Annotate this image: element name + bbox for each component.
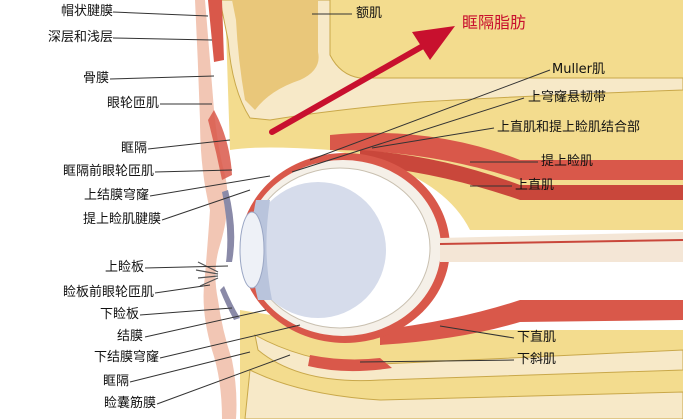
optic-nerve <box>440 232 683 262</box>
eyelashes <box>195 261 219 287</box>
label-inferior-oblique: 下斜肌 <box>517 352 557 367</box>
frontalis-muscle <box>208 0 224 62</box>
inferior-oblique-muscle <box>308 355 392 372</box>
label-inferior-rectus: 下直肌 <box>517 330 557 345</box>
maxilla-bone <box>244 369 683 419</box>
label-rectus-levator-junction: 上直肌和提上睑肌结合部 <box>497 120 641 135</box>
red-arrow-icon <box>269 26 455 135</box>
superior-rectus-muscle <box>360 150 683 200</box>
label-inferior-conjunctival-fornix: 下结膜穹窿 <box>93 350 159 365</box>
label-upper-tarsus: 上睑板 <box>104 260 144 275</box>
label-periosteum: 骨膜 <box>82 71 109 86</box>
label-superior-fornix-ligament: 上穹窿悬韧带 <box>528 90 607 105</box>
inferior-rectus-muscle <box>380 300 683 345</box>
label-preseptal-orbicularis: 眶隔前眼轮匝肌 <box>62 164 154 179</box>
label-levator-aponeurosis: 提上睑肌腱膜 <box>82 212 161 227</box>
leader-lines-left <box>109 11 301 405</box>
label-pretarsal-orbicularis: 睑板前眼轮匝肌 <box>62 285 154 300</box>
label-orbital-septum-lower: 眶隔 <box>102 374 129 389</box>
label-conjunctiva: 结膜 <box>116 329 143 344</box>
label-superior-conjunctival-fornix: 上结膜穹窿 <box>83 188 149 203</box>
frontal-bone-inner <box>232 0 319 110</box>
frontal-bone <box>219 0 683 121</box>
orbicularis-upper <box>208 110 232 180</box>
skin-surface <box>195 0 237 419</box>
eyeball-icon <box>239 153 683 343</box>
label-galea-aponeurotica: 帽状腱膜 <box>60 4 113 19</box>
label-deep-superficial-layers: 深层和浅层 <box>47 30 113 45</box>
lower-tarsus <box>220 286 240 320</box>
label-orbicularis-oculi: 眼轮匝肌 <box>106 96 159 111</box>
leader-lines-right <box>291 13 551 363</box>
diagram-title: 眶隔脂肪 <box>462 13 527 32</box>
label-frontalis: 额肌 <box>356 6 383 21</box>
label-superior-rectus: 上直肌 <box>515 178 555 193</box>
label-capsulopalpebral-fascia: 睑囊筋膜 <box>103 396 156 411</box>
levator-muscle <box>330 132 683 180</box>
upper-tarsus <box>222 190 235 262</box>
label-levator-palpebrae: 提上睑肌 <box>541 154 594 169</box>
label-lower-tarsus: 下睑板 <box>99 307 139 322</box>
label-muller-muscle: Muller肌 <box>552 62 606 77</box>
label-orbital-septum-upper: 眶隔 <box>120 141 147 156</box>
